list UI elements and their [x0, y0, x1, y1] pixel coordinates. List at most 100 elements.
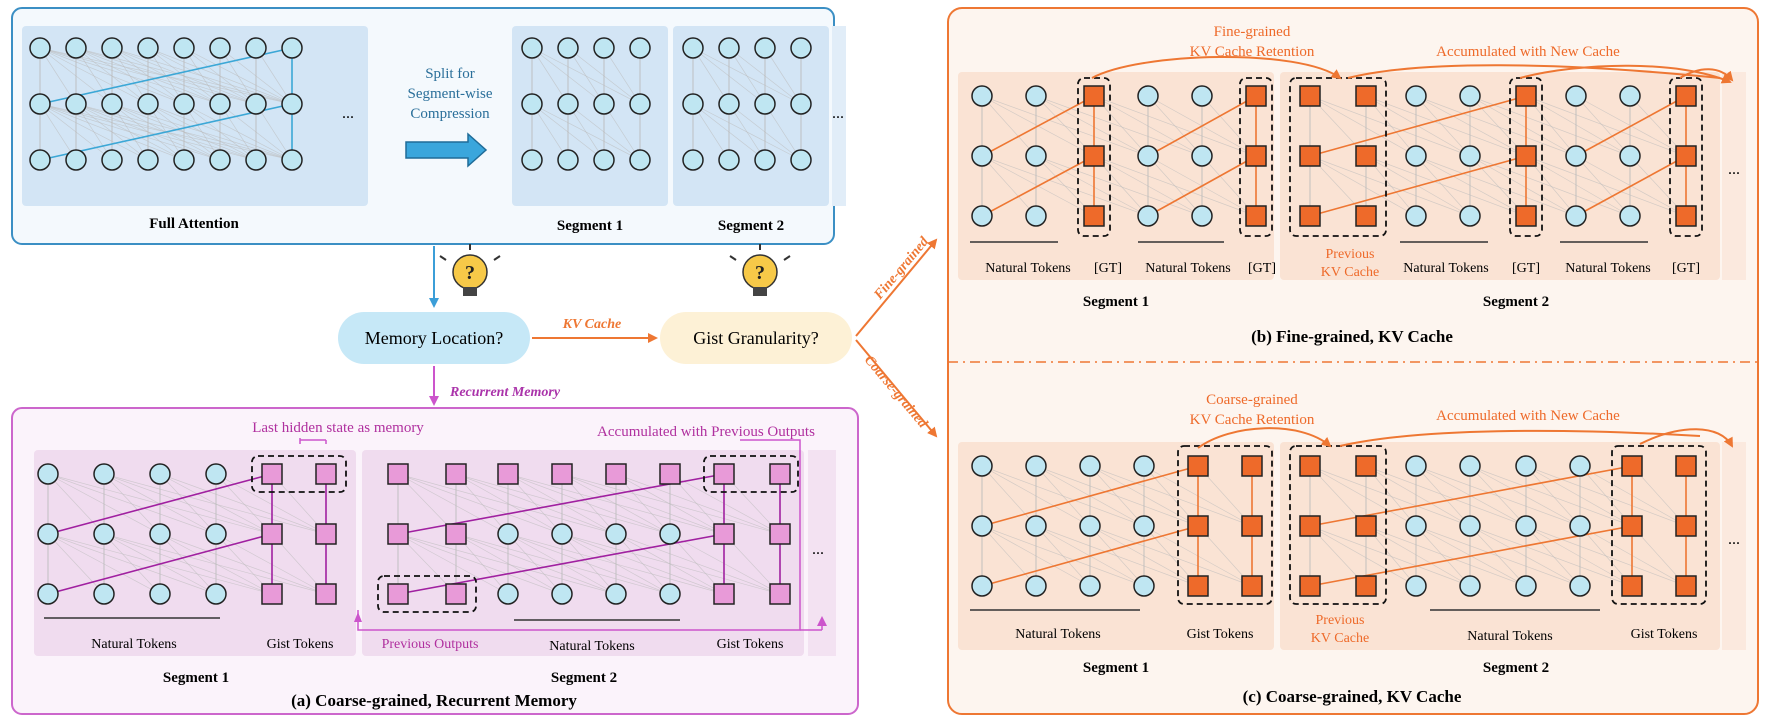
gist-token	[1083, 85, 1105, 107]
attention-line	[255, 103, 293, 161]
kv-cache-label: KV Cache	[562, 317, 621, 332]
attention-line	[1035, 155, 1149, 217]
gist-token	[1355, 575, 1377, 597]
gist-token	[1621, 575, 1643, 597]
attention-line	[1469, 465, 1581, 527]
natural-token	[65, 149, 87, 171]
attention-line	[159, 533, 217, 595]
gist-token	[1355, 455, 1377, 477]
fine-grained-label: Fine-grained	[871, 234, 933, 304]
split-label-2: Segment-wise	[408, 86, 493, 102]
gist-token	[1241, 515, 1263, 537]
recurrent-memory-label: Recurrent Memory	[449, 385, 561, 400]
attention-line	[669, 533, 781, 595]
attention-line	[1415, 95, 1527, 157]
attention-line	[455, 473, 563, 535]
gist-token	[387, 523, 409, 545]
natural-token	[65, 37, 87, 59]
gist-token	[497, 463, 519, 485]
natural-token	[1191, 145, 1213, 167]
gist-token	[1675, 205, 1697, 227]
segment-2-grid	[682, 37, 812, 171]
natural-token	[605, 523, 627, 545]
attention-line	[1575, 155, 1631, 217]
natural-token	[29, 93, 51, 115]
accumulated-previous-label: Accumulated with Previous Outputs	[597, 424, 815, 440]
fine-grained-arrow	[855, 238, 938, 337]
attention-line	[1309, 95, 1471, 157]
panel-b-natural-3: Natural Tokens	[1403, 261, 1488, 276]
highlight-line	[981, 155, 1095, 217]
panel-b-previous-2: KV Cache	[1321, 265, 1379, 280]
natural-token	[137, 93, 159, 115]
natural-token	[1619, 85, 1641, 107]
attention-line	[1525, 465, 1633, 527]
natural-token	[629, 93, 651, 115]
split-label-1: Split for	[425, 66, 475, 82]
natural-token	[173, 149, 195, 171]
panel-b-ellipsis: ...	[1728, 161, 1740, 178]
attention-line	[397, 533, 563, 595]
gist-token	[1299, 575, 1321, 597]
natural-token	[1619, 205, 1641, 227]
panel-c-previous-2: KV Cache	[1311, 631, 1369, 646]
split-label-3: Compression	[410, 106, 490, 122]
attention-line	[1365, 525, 1471, 587]
attention-line	[1309, 525, 1417, 587]
gist-token	[445, 463, 467, 485]
memory-location-node	[338, 312, 530, 364]
panel-c-segment-2-grid	[1289, 445, 1707, 605]
memory-location-label: Memory Location?	[365, 328, 503, 348]
natural-token	[1565, 85, 1587, 107]
natural-token	[971, 85, 993, 107]
split-arrow-icon	[405, 132, 488, 168]
attention-line	[981, 525, 1037, 587]
natural-token	[1405, 515, 1427, 537]
gist-token	[1241, 455, 1263, 477]
retention-box	[251, 455, 347, 493]
attention-line	[981, 95, 1037, 157]
gist-token	[1187, 515, 1209, 537]
attention-line	[1415, 155, 1577, 217]
gist-token	[1515, 145, 1537, 167]
natural-token	[209, 93, 231, 115]
attention-line	[1469, 525, 1633, 587]
attention-line	[1365, 95, 1527, 157]
natural-token	[205, 463, 227, 485]
gist-token	[1245, 85, 1267, 107]
gist-token	[315, 523, 337, 545]
attention-line	[397, 473, 563, 535]
attention-line	[1309, 525, 1471, 587]
attention-line	[531, 47, 569, 105]
attention-line	[39, 47, 77, 105]
natural-token	[718, 37, 740, 59]
gist-token	[261, 583, 283, 605]
gist-token	[315, 463, 337, 485]
natural-token	[1405, 85, 1427, 107]
panel-a-segment-2-box	[362, 450, 804, 656]
attention-line	[1469, 465, 1633, 527]
natural-token	[173, 37, 195, 59]
natural-token	[682, 93, 704, 115]
attention-line	[397, 533, 617, 595]
segment-more-box	[832, 26, 846, 206]
gist-token	[1675, 515, 1697, 537]
natural-token	[1405, 205, 1427, 227]
natural-token	[754, 149, 776, 171]
segment-1-box	[512, 26, 668, 206]
attention-line	[1415, 95, 1577, 157]
natural-token	[1025, 575, 1047, 597]
highlight-line	[1575, 95, 1687, 157]
attention-line	[1575, 95, 1631, 157]
natural-token	[1137, 85, 1159, 107]
attention-line	[603, 103, 641, 161]
gist-granularity-label: Gist Granularity?	[693, 328, 818, 348]
panel-b-gt-1: [GT]	[1094, 261, 1122, 276]
gist-token	[1299, 455, 1321, 477]
attention-line	[728, 103, 766, 161]
attention-line	[1147, 95, 1203, 157]
attention-line	[1579, 465, 1687, 527]
gist-token	[1675, 575, 1697, 597]
attention-line	[567, 47, 605, 105]
attention-line	[1525, 155, 1687, 217]
